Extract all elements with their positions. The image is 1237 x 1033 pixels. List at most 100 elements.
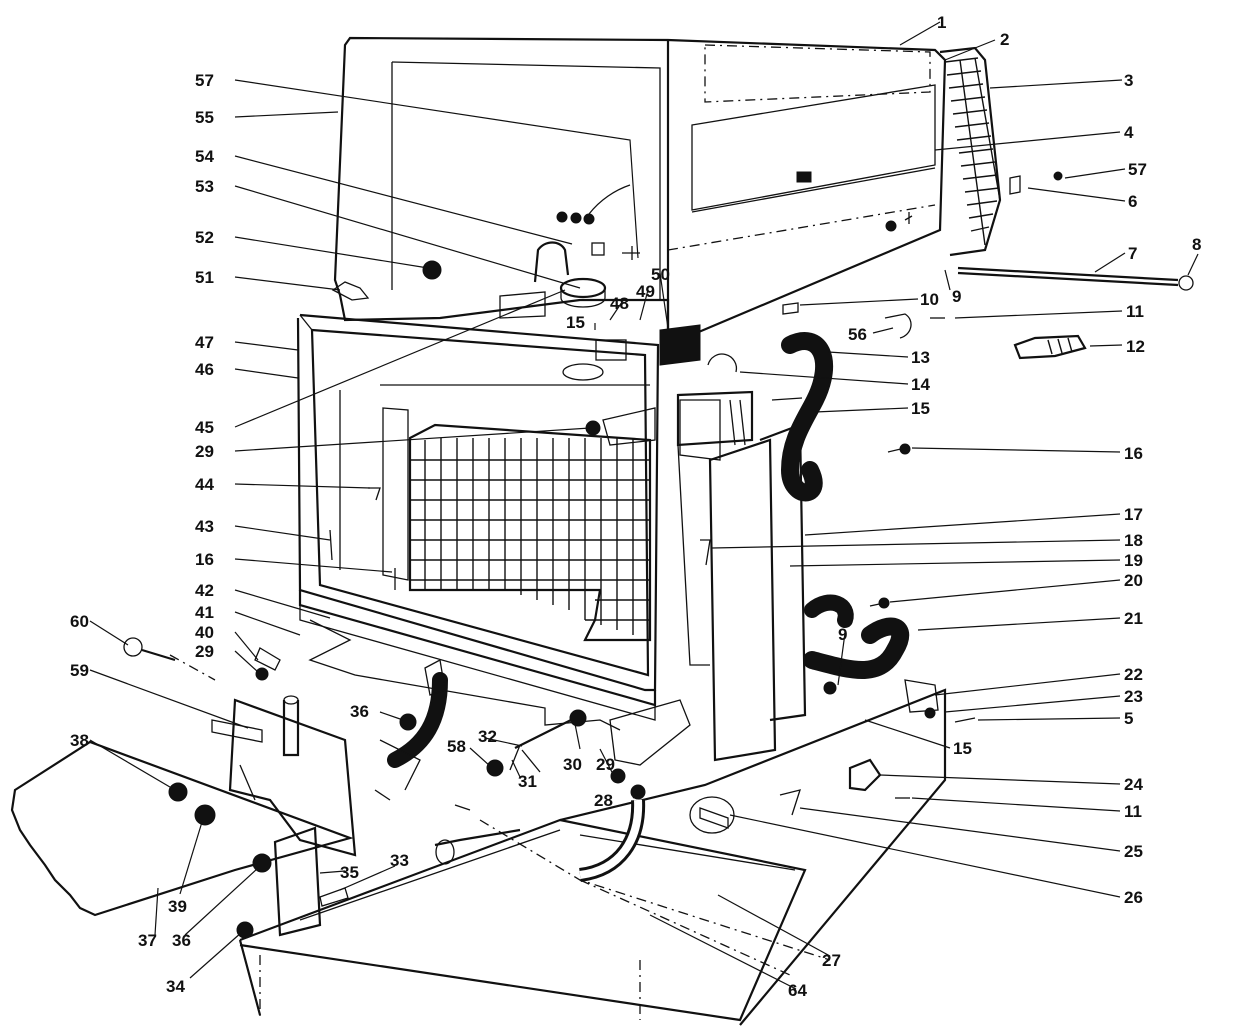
pin-60 <box>123 637 216 681</box>
callout-29-lower: 29 <box>596 755 615 774</box>
callout-48: 48 <box>610 294 629 313</box>
callout-40: 40 <box>195 623 214 642</box>
callout-19: 19 <box>1124 551 1143 570</box>
callout-42: 42 <box>195 581 214 600</box>
callout-7: 7 <box>1128 244 1137 263</box>
callout-52: 52 <box>195 228 214 247</box>
hoses <box>707 332 910 679</box>
callout-5: 5 <box>1124 709 1133 728</box>
callout-41: 41 <box>195 603 214 622</box>
callout-15-right: 15 <box>911 399 930 418</box>
callout-3: 3 <box>1124 71 1133 90</box>
callout-9-lower: 9 <box>838 625 847 644</box>
callout-11-lower: 11 <box>1124 802 1142 821</box>
callout-43: 43 <box>195 517 214 536</box>
callout-23: 23 <box>1124 687 1143 706</box>
callout-11-top: 11 <box>1126 302 1144 321</box>
callout-37: 37 <box>138 931 157 950</box>
callout-21: 21 <box>1124 609 1143 628</box>
callout-32: 32 <box>478 727 497 746</box>
handle <box>1013 334 1087 360</box>
callout-24: 24 <box>1124 775 1143 794</box>
callout-47: 47 <box>195 333 214 352</box>
callout-25: 25 <box>1124 842 1143 861</box>
callout-53: 53 <box>195 177 214 196</box>
callout-58: 58 <box>447 737 466 756</box>
callout-33: 33 <box>390 851 409 870</box>
logo-dash-block <box>796 171 812 183</box>
callout-15-lower: 15 <box>953 739 972 758</box>
callout-55: 55 <box>195 108 214 127</box>
base-plate <box>10 740 354 917</box>
callout-60: 60 <box>70 612 89 631</box>
callout-15-center: 15 <box>566 313 585 332</box>
callout-39: 39 <box>168 897 187 916</box>
callout-45: 45 <box>195 418 214 437</box>
hose-clamp <box>884 313 912 339</box>
rear-grille <box>939 46 1002 257</box>
small-clip <box>782 302 799 315</box>
callout-16-right: 16 <box>1124 444 1143 463</box>
callout-14: 14 <box>911 375 930 394</box>
filler-cap <box>499 241 607 319</box>
callout-29-mid: 29 <box>195 642 214 661</box>
callout-38: 38 <box>70 731 89 750</box>
callout-9-top: 9 <box>952 287 961 306</box>
callout-1: 1 <box>937 13 946 32</box>
callout-20: 20 <box>1124 571 1143 590</box>
callout-50: 50 <box>651 265 670 284</box>
handle-grip <box>1047 337 1073 355</box>
baffle-block <box>659 324 701 366</box>
callout-22: 22 <box>1124 665 1143 684</box>
callout-31: 31 <box>518 772 537 791</box>
foam-seals <box>602 399 721 766</box>
callout-46: 46 <box>195 360 214 379</box>
small-hardware <box>254 619 621 865</box>
callout-6: 6 <box>1128 192 1137 211</box>
callout-13: 13 <box>911 348 930 367</box>
callout-2: 2 <box>1000 30 1009 49</box>
callout-35: 35 <box>340 863 359 882</box>
callout-18: 18 <box>1124 531 1143 550</box>
callout-64: 64 <box>788 981 807 1000</box>
hood-logo <box>796 171 812 183</box>
callout-34: 34 <box>166 977 185 996</box>
radiator-core <box>408 423 652 642</box>
hood-cover <box>333 36 947 347</box>
callout-12: 12 <box>1126 337 1145 356</box>
callout-36-lower: 36 <box>172 931 191 950</box>
leader-lines <box>89 21 1199 990</box>
callout-29-upper: 29 <box>195 442 214 461</box>
callout-57-right: 57 <box>1128 160 1147 179</box>
tie-rod <box>486 709 646 800</box>
callout-54: 54 <box>195 147 214 166</box>
side-shroud <box>562 339 807 762</box>
callout-30: 30 <box>563 755 582 774</box>
mount-brackets <box>168 695 357 939</box>
callout-27: 27 <box>822 951 841 970</box>
base-frame <box>238 688 947 1026</box>
latches <box>779 679 939 816</box>
callout-16-left: 16 <box>195 550 214 569</box>
callout-10: 10 <box>920 290 939 309</box>
callout-59: 59 <box>70 661 89 680</box>
callout-49: 49 <box>636 282 655 301</box>
rod-assembly <box>957 266 1194 291</box>
callout-28: 28 <box>594 791 613 810</box>
hood-small-parts <box>331 171 1063 301</box>
callout-57-left: 57 <box>195 71 214 90</box>
callout-36-upper: 36 <box>350 702 369 721</box>
callout-26: 26 <box>1124 888 1143 907</box>
callout-44: 44 <box>195 475 214 494</box>
callout-51: 51 <box>195 268 214 287</box>
radiator-frame <box>296 313 660 721</box>
callout-8: 8 <box>1192 235 1201 254</box>
callout-4: 4 <box>1124 123 1134 142</box>
fitting-26 <box>689 796 735 834</box>
drain-hose <box>479 799 831 976</box>
callout-17: 17 <box>1124 505 1143 524</box>
callout-56: 56 <box>848 325 867 344</box>
callout-labels: 1 2 3 4 57 6 7 8 9 10 11 56 12 13 14 15 … <box>70 13 1201 1000</box>
